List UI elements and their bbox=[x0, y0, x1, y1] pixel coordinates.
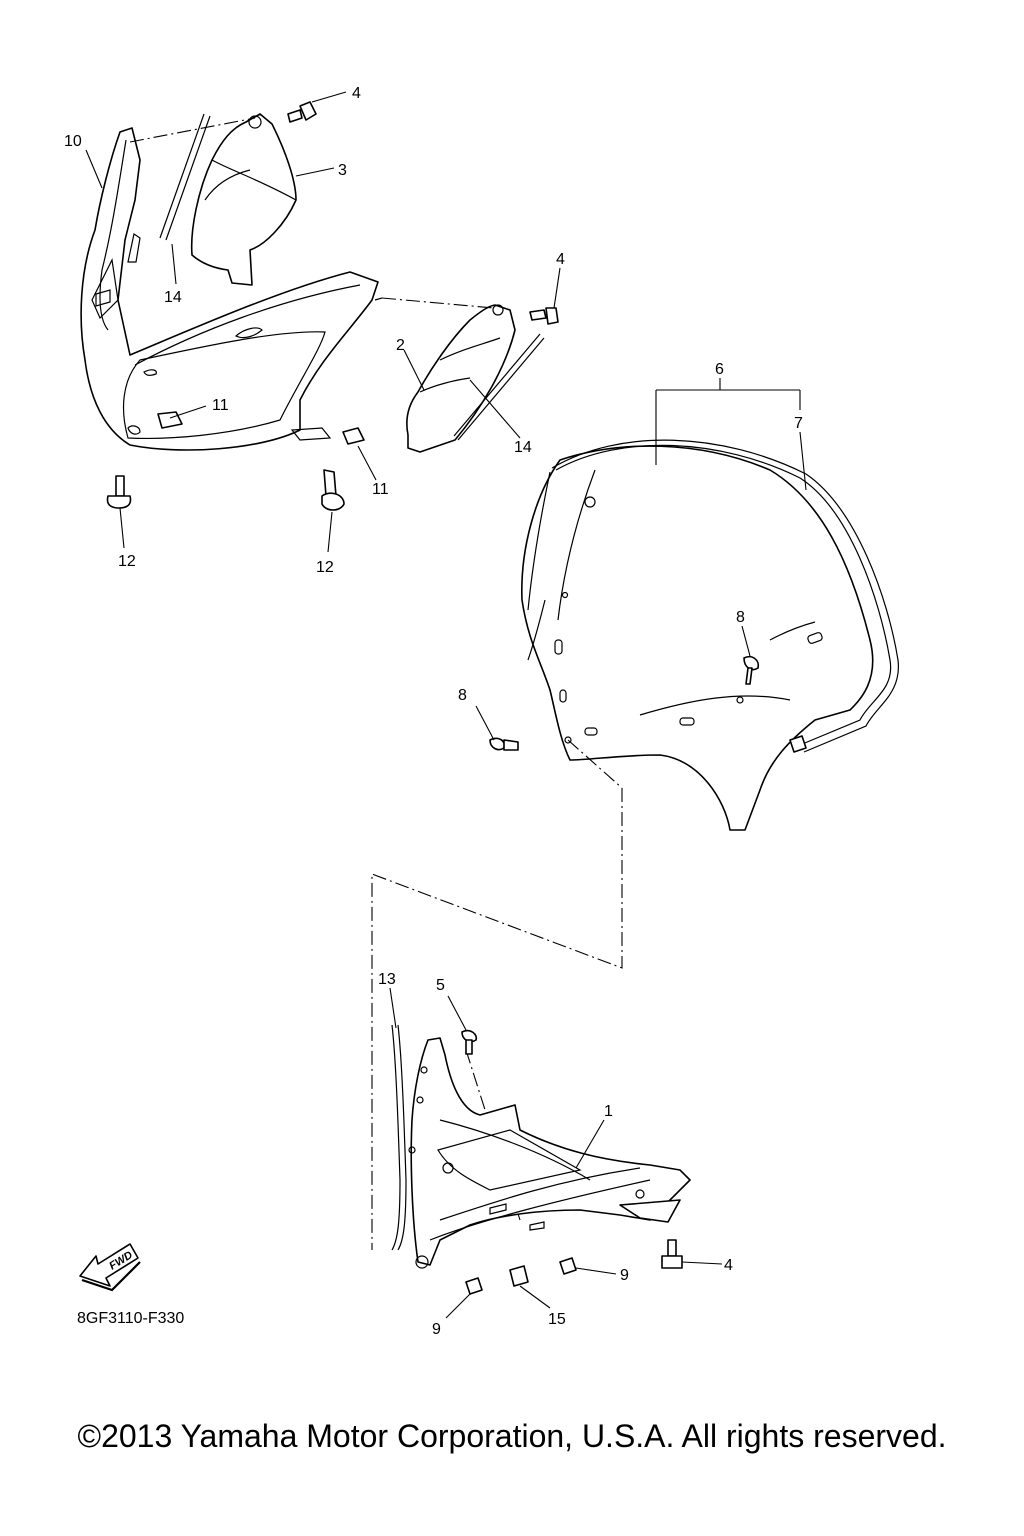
clip-nut-part-11-right bbox=[342, 427, 365, 445]
bolt-part-4-lower bbox=[661, 1239, 683, 1269]
callout-7: 7 bbox=[794, 415, 803, 432]
weatherstrip-part-13 bbox=[391, 1024, 407, 1251]
fwd-arrow-icon: FWD bbox=[79, 1243, 141, 1292]
callout-15: 15 bbox=[548, 1311, 566, 1328]
diagram-code: 8GF3110-F330 bbox=[77, 1310, 185, 1327]
callout-3: 3 bbox=[338, 162, 347, 179]
screw-part-5 bbox=[461, 1029, 478, 1055]
callout-14-right: 14 bbox=[514, 439, 532, 456]
callout-6: 6 bbox=[715, 361, 724, 378]
callout-4-top: 4 bbox=[352, 85, 361, 102]
callout-4-lower: 4 bbox=[724, 1257, 733, 1274]
callout-9-right: 9 bbox=[620, 1267, 629, 1284]
collar-part-9-left bbox=[465, 1277, 483, 1295]
seal-strip-part-14-left bbox=[159, 113, 211, 241]
callout-13: 13 bbox=[378, 971, 396, 988]
windshield-part-6 bbox=[521, 445, 874, 831]
assembly-reference-lines bbox=[129, 117, 623, 1250]
callout-5: 5 bbox=[436, 977, 445, 994]
callout-11-right: 11 bbox=[372, 481, 389, 498]
side-duct-part-2 bbox=[406, 304, 516, 453]
callout-11-left: 11 bbox=[212, 397, 229, 414]
callout-8-right: 8 bbox=[736, 609, 745, 626]
screw-part-8-right bbox=[736, 655, 760, 704]
clip-nut-part-15 bbox=[509, 1265, 529, 1287]
bolt-part-4-top bbox=[287, 101, 317, 123]
callout-8-left: 8 bbox=[458, 687, 467, 704]
callout-12-left: 12 bbox=[118, 553, 136, 570]
callout-1: 1 bbox=[604, 1103, 613, 1120]
screw-part-12-left bbox=[106, 475, 132, 509]
callout-labels: 10 4 3 14 4 2 14 6 7 8 8 11 11 12 12 13 … bbox=[64, 85, 803, 1338]
inner-panel-part-3 bbox=[190, 113, 297, 286]
copyright-notice: ©2013 Yamaha Motor Corporation, U.S.A. A… bbox=[77, 1418, 947, 1454]
upper-cowling-part-10 bbox=[80, 127, 383, 451]
callout-14-left: 14 bbox=[164, 289, 182, 306]
leader-lines bbox=[85, 91, 807, 1319]
callout-12-right: 12 bbox=[316, 559, 334, 576]
collar-part-9-right bbox=[559, 1257, 577, 1275]
bolt-part-4-right bbox=[529, 307, 559, 325]
seal-strip-part-14-right bbox=[453, 333, 545, 441]
cowling-stay-part-1 bbox=[408, 1037, 691, 1269]
callout-9-left: 9 bbox=[432, 1321, 441, 1338]
callout-2: 2 bbox=[396, 337, 405, 354]
screw-part-12-right bbox=[321, 469, 345, 511]
screw-part-8-left bbox=[489, 737, 519, 751]
callout-4-right: 4 bbox=[556, 251, 565, 268]
callout-10: 10 bbox=[64, 133, 82, 150]
edge-trim-part-7 bbox=[527, 439, 899, 753]
